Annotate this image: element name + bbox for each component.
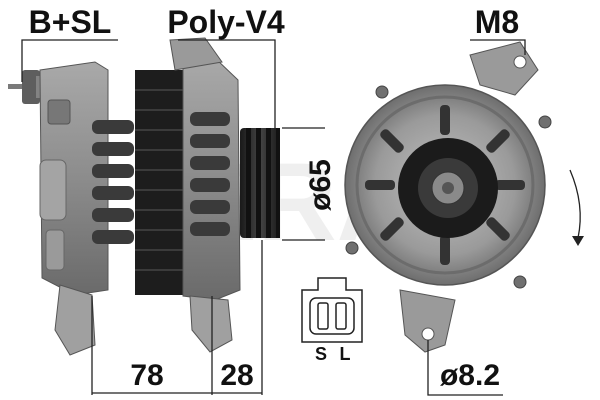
- hole-diameter-label: ø8.2: [440, 359, 500, 392]
- rotation-arrow-icon: [569, 169, 581, 239]
- alternator-front-view: [344, 41, 584, 353]
- pin-s-label: S: [315, 344, 327, 364]
- rear-vent-fins: [92, 120, 134, 244]
- length-body-label: 78: [130, 359, 163, 392]
- front-vent-fins: [190, 112, 230, 236]
- callout-lines: [21, 39, 526, 396]
- front-vent-slots: [365, 105, 525, 265]
- pulley-type-label: Poly-V4: [167, 4, 285, 40]
- mount-foot: [54, 284, 96, 356]
- terminal-label: B+SL: [29, 4, 112, 40]
- pulley: [240, 128, 280, 238]
- pin-l-label: L: [340, 344, 351, 364]
- mount-thread-label: M8: [475, 4, 519, 40]
- mount-hole-top: [513, 55, 527, 69]
- mount-hole-bottom: [421, 327, 435, 341]
- alternator-side-view: [8, 37, 280, 356]
- pulley-diameter-label: ø65: [304, 159, 337, 211]
- stator-core: [135, 70, 183, 295]
- length-pulley-label: 28: [220, 359, 253, 392]
- connector-plug-icon: [301, 277, 363, 343]
